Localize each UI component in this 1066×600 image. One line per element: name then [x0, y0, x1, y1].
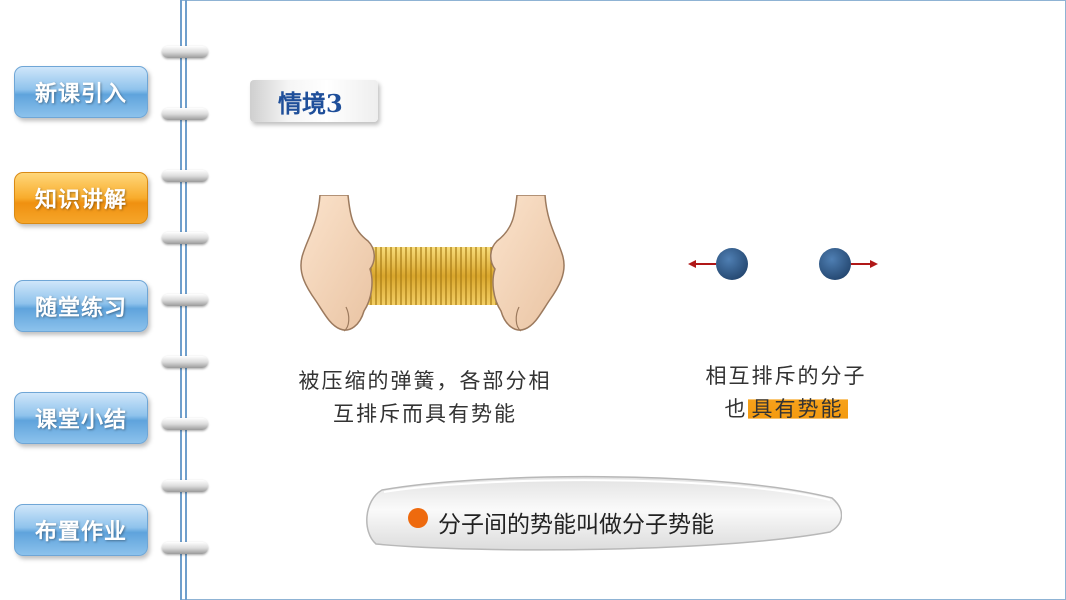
spring-caption-line2: 互排斥而具有势能	[333, 402, 517, 426]
scene-title: 情境3	[278, 88, 343, 118]
nav-item-summary[interactable]: 课堂小结	[14, 392, 148, 444]
left-arrow-icon	[688, 260, 716, 268]
compressed-spring-illustration	[300, 195, 565, 332]
binder-ring	[162, 542, 208, 554]
molecule-caption-prefix: 也	[724, 397, 748, 421]
nav-item-intro[interactable]: 新课引入	[14, 66, 148, 118]
molecule-caption-line2: 也具有势能	[676, 393, 896, 426]
nav-item-label: 知识讲解	[34, 188, 127, 213]
spring-caption-line1: 被压缩的弹簧，各部分相	[298, 369, 552, 393]
nav-item-label: 布置作业	[34, 520, 127, 545]
binder-ring	[162, 480, 208, 492]
molecule-caption: 相互排斥的分子 也具有势能	[676, 360, 896, 426]
nav-item-homework[interactable]: 布置作业	[14, 504, 148, 556]
nav-item-knowledge[interactable]: 知识讲解	[14, 172, 148, 224]
spring-icon	[362, 247, 504, 305]
conclusion-banner	[366, 475, 842, 551]
nav-item-practice[interactable]: 随堂练习	[14, 280, 148, 332]
left-hand-icon	[300, 195, 375, 331]
binder-ring	[162, 46, 208, 58]
spring-caption: 被压缩的弹簧，各部分相 互排斥而具有势能	[270, 365, 580, 431]
bullet-dot-icon	[408, 508, 428, 528]
conclusion-text: 分子间的势能叫做分子势能	[438, 512, 714, 538]
nav-item-label: 课堂小结	[34, 408, 127, 433]
right-arrow-icon	[851, 260, 878, 268]
right-hand-icon	[490, 195, 565, 331]
scene-title-tag: 情境3	[250, 80, 378, 122]
nav-item-label: 随堂练习	[34, 296, 127, 321]
nav-item-label: 新课引入	[34, 82, 127, 107]
binder-ring	[162, 418, 208, 430]
binder-ring	[162, 356, 208, 368]
binder-ring	[162, 170, 208, 182]
binder-ring	[162, 232, 208, 244]
repelling-molecules-illustration	[688, 248, 878, 280]
molecule-caption-line1: 相互排斥的分子	[705, 364, 867, 388]
molecule-left-icon	[716, 248, 748, 280]
highlight-mark: 具有势能	[747, 397, 848, 421]
binder-ring	[162, 108, 208, 120]
molecule-right-icon	[819, 248, 851, 280]
binder-ring	[162, 294, 208, 306]
